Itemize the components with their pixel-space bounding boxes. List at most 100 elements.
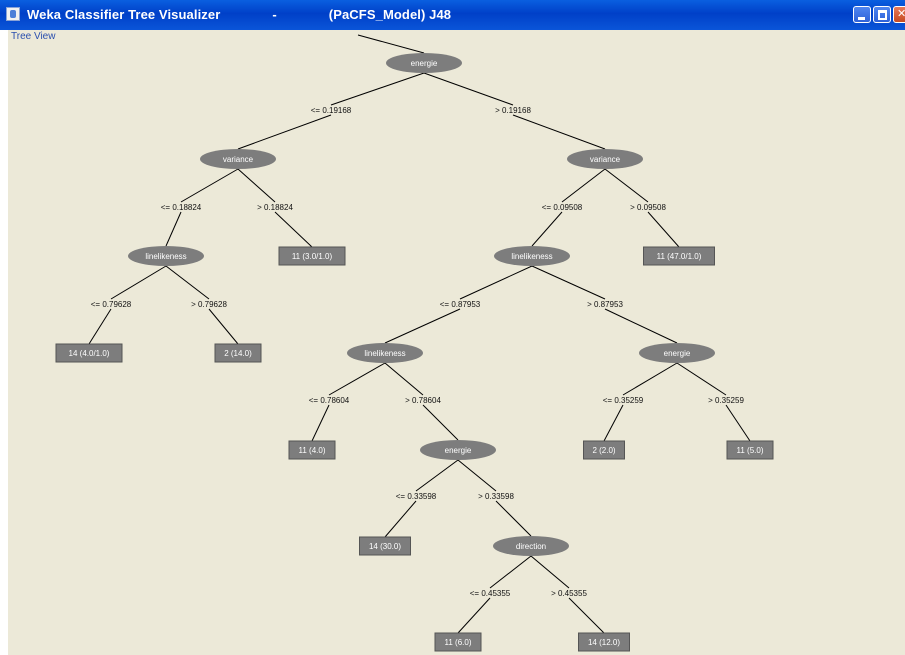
split-node-oval: [386, 53, 462, 73]
tree-edge: [423, 72, 514, 106]
weka-app-icon: [6, 7, 20, 21]
split-node-label: direction: [516, 542, 546, 551]
split-node-oval: [567, 149, 643, 169]
tree-edge: [384, 308, 461, 344]
leaf-node[interactable]: 11 (5.0): [726, 440, 774, 460]
leaf-node-label: 14 (4.0/1.0): [69, 349, 110, 358]
tree-edge: [457, 459, 497, 492]
edge-condition-label: <= 0.33598: [396, 492, 437, 501]
leaf-node-label: 2 (2.0): [592, 446, 615, 455]
tree-edge: [422, 404, 459, 441]
tree-edge: [495, 500, 532, 537]
tree-edge: [328, 362, 386, 396]
leaf-node[interactable]: 11 (3.0/1.0): [278, 246, 346, 266]
leaf-node[interactable]: 11 (47.0/1.0): [643, 246, 715, 266]
tree-edge: [415, 459, 459, 492]
tree-edge: [330, 72, 425, 106]
leaf-node[interactable]: 11 (4.0): [288, 440, 336, 460]
edge-condition-label: <= 0.87953: [440, 300, 481, 309]
edge-condition-label: <= 0.45355: [470, 589, 511, 598]
leaf-node-box: [278, 246, 346, 266]
split-node-oval: [494, 246, 570, 266]
split-node-label: linelikeness: [511, 252, 552, 261]
close-button[interactable]: [893, 6, 905, 23]
leaf-node[interactable]: 2 (2.0): [583, 440, 625, 460]
split-node-oval: [420, 440, 496, 460]
window-titlebar[interactable]: Weka Classifier Tree Visualizer - (PaCFS…: [0, 0, 905, 30]
edge-condition-label: > 0.09508: [630, 203, 666, 212]
leaf-node[interactable]: 14 (12.0): [578, 632, 630, 652]
leaf-node[interactable]: 14 (4.0/1.0): [55, 343, 123, 363]
split-node[interactable]: variance: [567, 149, 643, 169]
split-node-label: energie: [664, 349, 691, 358]
leaf-node[interactable]: 14 (30.0): [359, 536, 411, 556]
edge-condition-label: > 0.45355: [551, 589, 587, 598]
leaf-node-box: [578, 632, 630, 652]
split-node[interactable]: energie: [420, 440, 496, 460]
tree-edge: [568, 597, 605, 634]
split-node[interactable]: linelikeness: [494, 246, 570, 266]
split-node-oval: [639, 343, 715, 363]
tree-edge: [384, 500, 417, 538]
tree-edge: [604, 308, 678, 344]
split-node-label: linelikeness: [364, 349, 405, 358]
tree-view-panel[interactable]: Tree View <= 0.19168> 0.19168<= 0.18824>…: [8, 30, 905, 655]
edge-condition-label: > 0.35259: [708, 396, 744, 405]
tree-edge: [531, 265, 606, 300]
split-node[interactable]: linelikeness: [347, 343, 423, 363]
edge-condition-label: <= 0.78604: [309, 396, 350, 405]
edge-condition-label: <= 0.79628: [91, 300, 132, 309]
edge-condition-label: > 0.78604: [405, 396, 441, 405]
leaf-node-label: 11 (6.0): [445, 638, 472, 647]
split-node[interactable]: direction: [493, 536, 569, 556]
edge-condition-label: <= 0.35259: [603, 396, 644, 405]
split-node-label: energie: [411, 59, 438, 68]
leaf-node-box: [434, 632, 482, 652]
split-node-label: energie: [445, 446, 472, 455]
leaf-node-box: [288, 440, 336, 460]
tree-view-label: Tree View: [11, 31, 56, 42]
tree-edge: [603, 404, 624, 442]
edge-condition-label: > 0.19168: [495, 106, 531, 115]
split-node[interactable]: variance: [200, 149, 276, 169]
leaf-node-box: [55, 343, 123, 363]
split-node-oval: [493, 536, 569, 556]
edge-condition-label: > 0.79628: [191, 300, 227, 309]
tree-edge: [237, 114, 332, 150]
tree-edge: [561, 168, 606, 203]
split-node-label: variance: [223, 155, 254, 164]
edge-condition-label: <= 0.09508: [542, 203, 583, 212]
leaf-node[interactable]: 11 (6.0): [434, 632, 482, 652]
decision-tree-canvas[interactable]: <= 0.19168> 0.19168<= 0.18824> 0.18824<=…: [8, 30, 905, 655]
tree-edge: [110, 265, 167, 300]
leaf-node-box: [214, 343, 262, 363]
tree-edge: [88, 308, 112, 345]
edge-condition-label: > 0.87953: [587, 300, 623, 309]
window-title-separator: -: [272, 7, 277, 22]
root-incoming-edge: [357, 34, 425, 54]
leaf-node[interactable]: 2 (14.0): [214, 343, 262, 363]
maximize-button[interactable]: [873, 6, 891, 23]
split-node[interactable]: energie: [639, 343, 715, 363]
leaf-node-box: [359, 536, 411, 556]
split-node-label: linelikeness: [145, 252, 186, 261]
tree-edge: [384, 362, 424, 396]
leaf-node-label: 11 (4.0): [299, 446, 326, 455]
split-node-oval: [347, 343, 423, 363]
edge-condition-label: > 0.18824: [257, 203, 293, 212]
tree-edge: [622, 362, 678, 396]
leaf-node-box: [583, 440, 625, 460]
split-node[interactable]: linelikeness: [128, 246, 204, 266]
tree-edge: [165, 211, 182, 247]
minimize-button[interactable]: [853, 6, 871, 23]
leaf-node-label: 14 (30.0): [369, 542, 401, 551]
split-node-label: variance: [590, 155, 621, 164]
window-title-model: (PaCFS_Model) J48: [328, 7, 452, 22]
split-node[interactable]: energie: [386, 53, 462, 73]
tree-edge: [604, 168, 649, 203]
leaf-node-label: 14 (12.0): [588, 638, 620, 647]
edge-condition-label: > 0.33598: [478, 492, 514, 501]
tree-edge: [457, 597, 491, 634]
window-title: Weka Classifier Tree Visualizer: [27, 7, 221, 22]
tree-edge: [676, 362, 727, 396]
